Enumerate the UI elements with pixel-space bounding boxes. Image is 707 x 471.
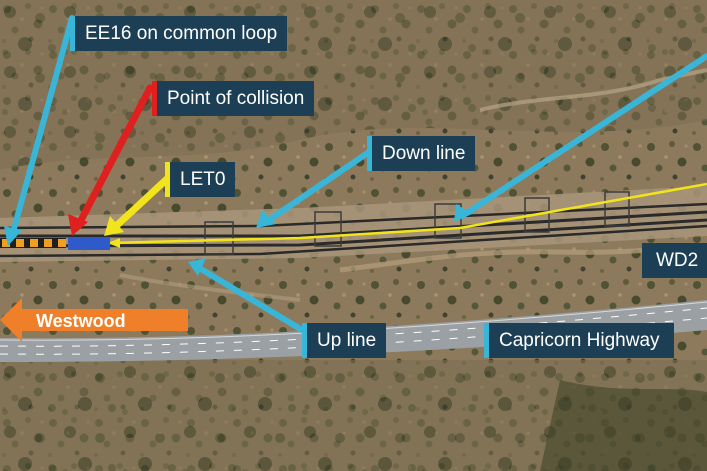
wd2-label-text: WD2	[656, 250, 699, 271]
down-line-label-text: Down line	[382, 143, 466, 164]
collision-label-text: Point of collision	[167, 88, 305, 109]
down-line-label: Down line	[367, 136, 476, 171]
ee16-label-text: EE16 on common loop	[85, 23, 278, 44]
ee16-label: EE16 on common loop	[70, 16, 288, 51]
down-line-far-callout-line	[459, 53, 707, 219]
train-path-arrowhead	[108, 238, 120, 248]
let0-label-text: LET0	[180, 169, 226, 190]
westwood-label: Westwood	[36, 311, 126, 331]
ee16-train-marker	[0, 238, 66, 248]
let0-callout-line	[110, 174, 172, 232]
capricorn-highway-label: Capricorn Highway	[484, 323, 674, 358]
collision-label: Point of collision	[152, 81, 315, 116]
up-line-label: Up line	[302, 323, 387, 358]
wd2-label: WD2	[642, 243, 707, 278]
left-arrow-icon	[0, 298, 188, 342]
up-line-callout-line	[193, 263, 305, 333]
up-line-label-text: Up line	[317, 330, 377, 351]
let0-label: LET0	[165, 162, 236, 197]
capricorn-highway-label-text: Capricorn Highway	[499, 330, 660, 351]
collision-callout-line	[74, 84, 154, 230]
ee16-callout-line	[9, 15, 75, 239]
down-line-callout-line	[263, 147, 375, 225]
train-marker-icon	[68, 237, 110, 250]
